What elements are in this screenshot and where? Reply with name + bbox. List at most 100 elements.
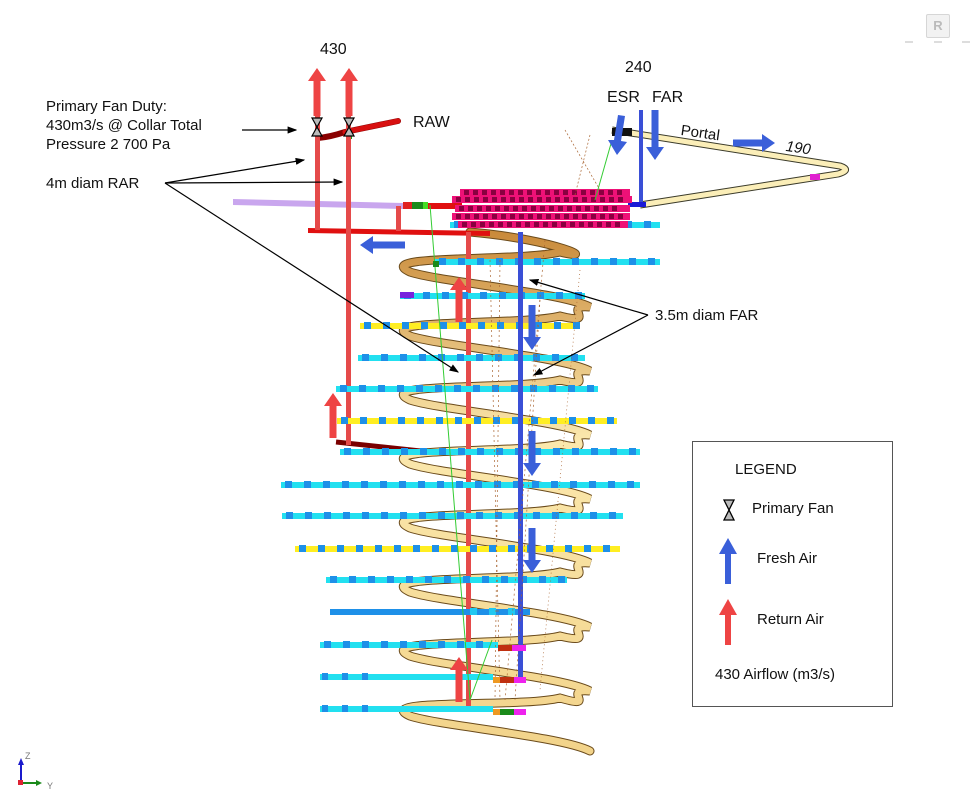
drive-segment (356, 545, 363, 552)
drive-segment (588, 417, 595, 424)
drive-segment (381, 512, 388, 519)
fan-duty-line2: 430m3/s @ Collar Total (46, 117, 202, 134)
workshop-bay (561, 222, 566, 227)
drive-segment (531, 417, 538, 424)
legend-primary-fan: Primary Fan (752, 500, 834, 517)
level-drive (282, 513, 623, 519)
drive-segment (362, 705, 368, 712)
workshop-bay (471, 222, 476, 227)
workshop-bay (491, 190, 496, 195)
workshop-bay (599, 190, 604, 195)
drive-segment (437, 481, 444, 488)
workshop-bay (540, 206, 545, 211)
drive-segment (439, 448, 446, 455)
drive-segment (359, 385, 366, 392)
workshop-bay (536, 190, 541, 195)
drive-segment (573, 322, 580, 329)
drive-segment (565, 545, 572, 552)
drive-segment (591, 448, 598, 455)
workshop-bay (462, 222, 467, 227)
drive-segment (322, 673, 328, 680)
drive-segment (494, 481, 501, 488)
workshop-bay (617, 190, 622, 195)
workshop-bay (489, 222, 494, 227)
raw-duct (315, 118, 401, 141)
workshop-bay (510, 197, 515, 202)
return-air-arrow (450, 657, 468, 702)
drive-segment (439, 258, 446, 265)
drive-segment (629, 258, 636, 265)
drive-segment (285, 481, 292, 488)
workshop-bay (603, 206, 608, 211)
workshop-bay (525, 222, 530, 227)
workshop-bay (492, 197, 497, 202)
drive-segment (550, 417, 557, 424)
drive-segment (440, 322, 447, 329)
drive-segment (553, 448, 560, 455)
drive-segment (318, 545, 325, 552)
drive-segment (496, 258, 503, 265)
drive-segment (337, 545, 344, 552)
portal-decline (611, 126, 849, 209)
drive-segment (489, 545, 496, 552)
drive-segment (474, 417, 481, 424)
workshop-bay (509, 190, 514, 195)
level-drive (358, 355, 585, 361)
drive-segment (341, 417, 348, 424)
drive-segment (514, 354, 521, 361)
workshop-bay (527, 190, 532, 195)
drive-segment (568, 385, 575, 392)
drive-segment (423, 292, 430, 299)
drive-segment (343, 641, 350, 648)
drive-segment (584, 545, 591, 552)
fresh-air-arrow (523, 431, 541, 476)
drive-segment (379, 417, 386, 424)
workshop-bay (483, 197, 488, 202)
workshop-bay (456, 214, 461, 219)
workshop-bay (600, 197, 605, 202)
drive-segment (400, 512, 407, 519)
drive-segment (381, 641, 388, 648)
drive-segment (387, 576, 394, 583)
drive-segment (378, 385, 385, 392)
drive-segment (457, 512, 464, 519)
drive-segment (569, 417, 576, 424)
drive-segment (492, 385, 499, 392)
drive-segment (463, 576, 470, 583)
drive-segment (381, 354, 388, 361)
workshop-bay (546, 197, 551, 202)
drive-segment (556, 292, 563, 299)
drive-segment (416, 385, 423, 392)
drive-segment (499, 292, 506, 299)
drive-segment (480, 292, 487, 299)
drive-segment (508, 608, 515, 615)
workshop-bay (609, 197, 614, 202)
leakage-paths (429, 129, 613, 701)
drive-segment (572, 448, 579, 455)
drive-segment (495, 354, 502, 361)
flow-arrows (308, 68, 775, 702)
workshop-bay (615, 222, 620, 227)
app-logo[interactable]: R (926, 14, 950, 38)
fresh-air-arrow (608, 115, 627, 155)
fan-duty-line1: Primary Fan Duty: (46, 98, 167, 115)
drive-segment (343, 512, 350, 519)
workshop-bay (618, 197, 623, 202)
drive-segment (591, 258, 598, 265)
drive-segment (402, 322, 409, 329)
fresh-air-arrow (523, 305, 541, 350)
drive-segment (342, 705, 348, 712)
workshop-bay (531, 206, 536, 211)
drive-segment (457, 354, 464, 361)
workshop-bay (618, 214, 623, 219)
level-drive (336, 386, 598, 392)
workshop-bay (590, 190, 595, 195)
logo-dash-right (962, 41, 970, 43)
drive-segment (609, 512, 616, 519)
workshop-bay (594, 206, 599, 211)
fresh-air-arrow (646, 110, 664, 160)
drive-segment (470, 545, 477, 552)
workshop-bay (510, 214, 515, 219)
drive-segment (286, 512, 293, 519)
